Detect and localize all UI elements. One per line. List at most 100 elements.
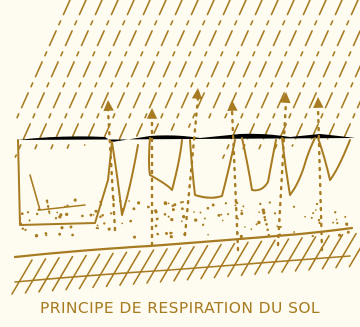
soil-speck — [315, 209, 317, 211]
soil-speck — [24, 229, 26, 231]
soil-speck — [218, 214, 221, 217]
soil-pore — [318, 138, 350, 180]
soil-speck — [164, 213, 167, 216]
soil-speck — [70, 225, 73, 228]
soil-speck — [81, 215, 84, 218]
soil-speck — [269, 201, 271, 203]
soil-speck — [46, 200, 49, 203]
subsoil-hatch — [147, 249, 167, 283]
soil-speck — [119, 200, 122, 203]
soil-speck — [101, 214, 104, 217]
soil-speck — [37, 209, 40, 212]
subsoil-hatch — [255, 240, 275, 274]
soil-speck — [155, 225, 158, 228]
soil-speck — [121, 208, 124, 211]
soil-speck — [35, 234, 38, 237]
soil-speck — [265, 223, 268, 226]
soil-speck — [165, 232, 168, 235]
subsoil-hatch — [323, 235, 343, 269]
rain-line — [137, 0, 198, 136]
subsoil-hatch — [66, 256, 86, 290]
soil-speck — [293, 231, 295, 233]
soil-speck — [181, 220, 183, 222]
subsoil-hatch — [336, 234, 356, 268]
soil-speck — [304, 216, 306, 218]
soil-speck — [280, 226, 282, 228]
soil-speck — [49, 213, 51, 215]
soil-speck — [293, 206, 295, 208]
subsoil-hatch — [309, 236, 329, 270]
soil-speck — [258, 211, 260, 213]
air-arrow-head — [192, 88, 202, 99]
soil-speck — [311, 217, 313, 219]
soil-speck — [60, 226, 63, 229]
soil-speck — [318, 222, 320, 224]
subsoil-hatch — [53, 257, 73, 291]
soil-speck — [110, 212, 112, 214]
soil-speck — [183, 233, 186, 236]
soil-speck — [262, 211, 265, 214]
soil-speck — [46, 202, 48, 204]
soil-speck — [108, 228, 111, 231]
rain-line — [16, 0, 70, 120]
soil-speck — [242, 205, 244, 207]
subsoil-hatch — [161, 248, 181, 282]
soil-speck — [20, 223, 22, 225]
soil-speck — [222, 220, 224, 222]
soil-speck — [264, 219, 267, 222]
soil-speck — [36, 213, 38, 215]
subsoil-hatch — [296, 237, 316, 271]
rain-line — [85, 0, 150, 145]
soil-speck — [171, 205, 173, 207]
soil-speck — [48, 210, 50, 212]
soil-speck — [168, 203, 170, 205]
subsoil-hatch — [215, 244, 235, 278]
soil-speck — [56, 212, 58, 214]
subsoil-hatch — [282, 238, 302, 272]
soil-speck — [336, 222, 338, 224]
soil-speck — [172, 208, 175, 211]
air-arrow-shaft — [318, 107, 322, 250]
soil-speck — [347, 231, 350, 234]
soil-speck — [250, 228, 252, 230]
subsoil-hatch — [93, 253, 113, 287]
soil-speck — [334, 211, 336, 213]
soil-speck — [164, 201, 167, 204]
soil-pores — [112, 138, 350, 215]
subsoil-boundary — [15, 228, 352, 257]
soil-speck — [47, 205, 49, 207]
soil-speck — [90, 214, 93, 217]
soil-pore — [242, 138, 276, 190]
soil-clod-crack — [30, 175, 85, 210]
soil-speck — [256, 223, 258, 225]
soil-speck — [121, 223, 123, 225]
soil-speck — [170, 218, 173, 221]
soil-speck — [59, 213, 62, 216]
soil-speck — [266, 228, 269, 231]
rain-line — [102, 0, 166, 142]
soil-speck — [27, 211, 29, 213]
soil-speck — [93, 214, 95, 216]
soil-speck — [170, 235, 173, 238]
rain-line — [275, 0, 342, 149]
soil-speck — [129, 220, 132, 223]
soil-pore — [112, 142, 138, 215]
soil-surface — [18, 134, 355, 142]
soil-speck — [241, 210, 243, 212]
soil-speck — [156, 217, 159, 220]
soil-speck — [207, 207, 210, 210]
subsoil-hatch — [350, 233, 360, 267]
subsoil-hatch — [201, 245, 221, 279]
subsoil-hatch — [188, 246, 208, 280]
soil-speck — [212, 204, 215, 207]
soil-speck — [47, 207, 49, 209]
soil-speck — [45, 234, 47, 236]
rain-lines — [15, 0, 360, 158]
soil-speck — [225, 202, 227, 204]
soil-speck — [22, 227, 24, 229]
soil-speck — [112, 199, 114, 201]
rain-line — [15, 0, 86, 157]
soil-speck — [181, 207, 184, 210]
soil-speck — [207, 234, 209, 236]
